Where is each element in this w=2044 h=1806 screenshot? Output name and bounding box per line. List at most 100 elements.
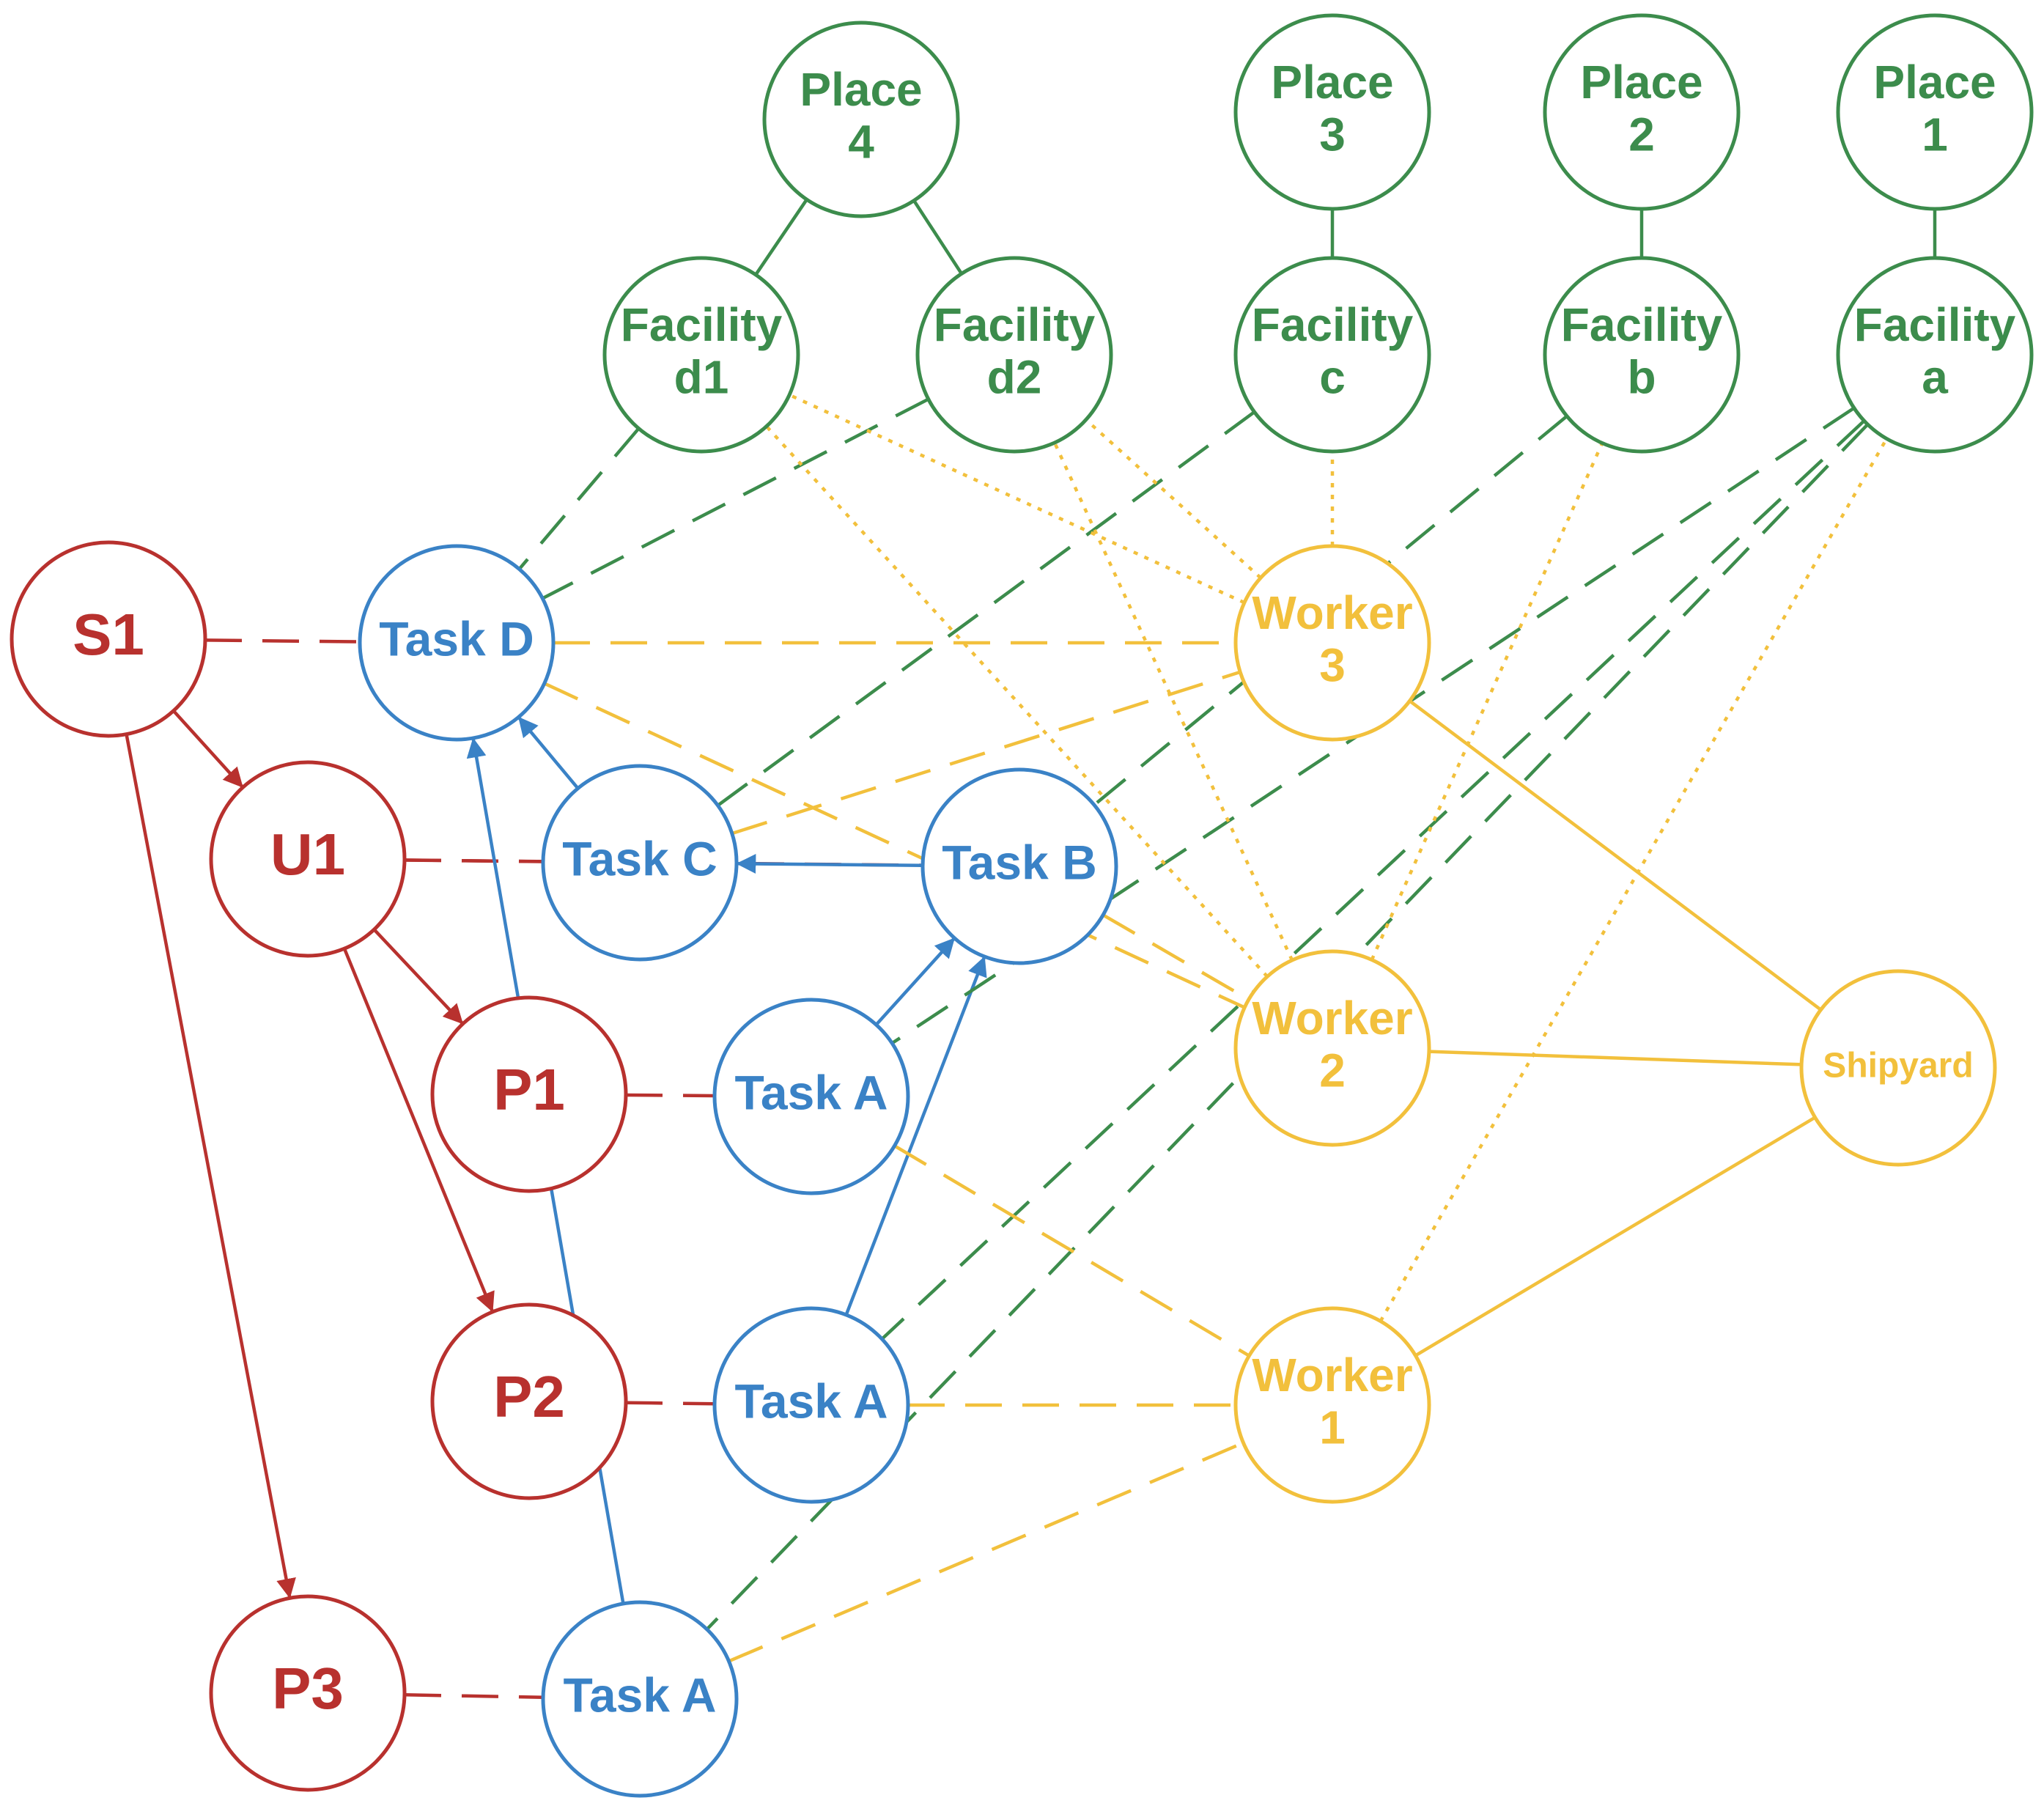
edge-place4-to-facd1: [754, 198, 808, 276]
node-circle: [1233, 256, 1431, 454]
edge-u1-to-p1: [372, 928, 464, 1025]
edge-s1-to-taskD: [204, 638, 361, 644]
node-label: Facility: [1252, 298, 1414, 351]
node-circle: [1543, 13, 1741, 211]
node-label: a: [1922, 351, 1948, 404]
node-circle: [430, 995, 628, 1193]
node-label: Facility: [1854, 298, 2016, 351]
node-u1: U1: [209, 760, 407, 958]
node-label: Place: [800, 63, 922, 116]
edge-taskB-to-worker2: [1102, 913, 1250, 1001]
edge-taskD-to-worker2: [543, 682, 1246, 1009]
node-circle: [10, 540, 207, 738]
node-taskA3: Task A: [541, 1600, 739, 1798]
edge-facc-to-taskC: [717, 410, 1255, 807]
node-label: Place: [1271, 56, 1393, 108]
node-label: b: [1627, 351, 1656, 404]
node-shipyard: Shipyard: [1799, 969, 1997, 1167]
node-label: P2: [493, 1364, 565, 1429]
node-label: Task C: [562, 831, 717, 885]
node-label: d2: [987, 351, 1042, 404]
node-p3: P3: [209, 1594, 407, 1792]
edge-facd1-to-taskD: [517, 427, 641, 570]
node-circle: [1836, 13, 2034, 211]
node-circle: [209, 760, 407, 958]
node-label: 4: [848, 116, 874, 169]
node-circle: [1543, 256, 1741, 454]
node-label: P3: [272, 1656, 344, 1721]
node-label: S1: [73, 602, 144, 667]
node-circle: [1233, 13, 1431, 211]
edge-taskA1-to-worker1: [893, 1144, 1250, 1357]
node-label: Worker: [1252, 1349, 1412, 1401]
node-circle: [915, 256, 1113, 454]
node-circle: [541, 764, 739, 962]
edge-worker2-to-facb: [1370, 442, 1604, 961]
node-circle: [712, 998, 910, 1195]
node-taskB: Task B: [920, 767, 1118, 965]
edge-p2-to-taskA2: [625, 1401, 715, 1406]
edge-taskC-to-worker3: [731, 670, 1241, 836]
edge-worker1-to-shipyard: [1414, 1116, 1816, 1357]
node-taskD: Task D: [358, 544, 556, 742]
node-circle: [762, 21, 960, 218]
edge-faca-to-taskA2: [880, 419, 1866, 1341]
edge-taskA3-to-worker1: [728, 1441, 1244, 1663]
node-label: c: [1319, 351, 1346, 404]
edge-worker1-to-faca: [1379, 438, 1889, 1322]
node-circle: [1233, 544, 1431, 742]
node-label: Facility: [934, 298, 1096, 351]
node-label: 3: [1319, 108, 1346, 161]
node-label: U1: [270, 822, 345, 887]
node-label: Task A: [734, 1065, 888, 1119]
node-label: P1: [493, 1057, 565, 1122]
node-circle: [1233, 949, 1431, 1147]
node-circle: [430, 1302, 628, 1500]
node-circle: [920, 767, 1118, 965]
edge-worker3-to-shipyard: [1409, 699, 1822, 1011]
node-label: 1: [1922, 108, 1948, 161]
node-label: d1: [674, 351, 729, 404]
edge-place4-to-facd2: [912, 199, 963, 275]
node-label: Facility: [1561, 298, 1723, 351]
node-label: Shipyard: [1823, 1047, 1973, 1086]
edge-worker3-to-facd1: [789, 393, 1245, 605]
node-circle: [358, 544, 556, 742]
edge-worker3-to-facd2: [1085, 418, 1262, 580]
edge-p1-to-taskA1: [625, 1093, 715, 1098]
node-label: Worker: [1252, 586, 1412, 639]
node-label: 3: [1319, 639, 1346, 692]
edge-s1-to-u1: [172, 710, 243, 788]
edge-taskA2-to-taskB: [844, 956, 987, 1316]
node-label: 1: [1319, 1401, 1346, 1454]
node-circle: [541, 1600, 739, 1798]
node-circle: [1836, 256, 2034, 454]
node-circle: [712, 1306, 910, 1504]
node-p2: P2: [430, 1302, 628, 1500]
edge-p3-to-taskA3: [404, 1693, 544, 1699]
edge-taskB-to-taskC: [736, 854, 923, 874]
node-label: Task A: [734, 1374, 888, 1428]
node-layer: Place4Place3Place2Place1Facilityd1Facili…: [10, 13, 2034, 1798]
node-circle: [602, 256, 800, 454]
node-p1: P1: [430, 995, 628, 1193]
node-label: 2: [1628, 108, 1655, 161]
node-label: Task B: [942, 835, 1097, 889]
node-taskA2: Task A: [712, 1306, 910, 1504]
edge-taskA1-to-taskB: [874, 937, 955, 1026]
node-taskC: Task C: [541, 764, 739, 962]
node-s1: S1: [10, 540, 207, 738]
edge-u1-to-p2: [342, 948, 495, 1313]
node-label: Task D: [379, 611, 534, 666]
